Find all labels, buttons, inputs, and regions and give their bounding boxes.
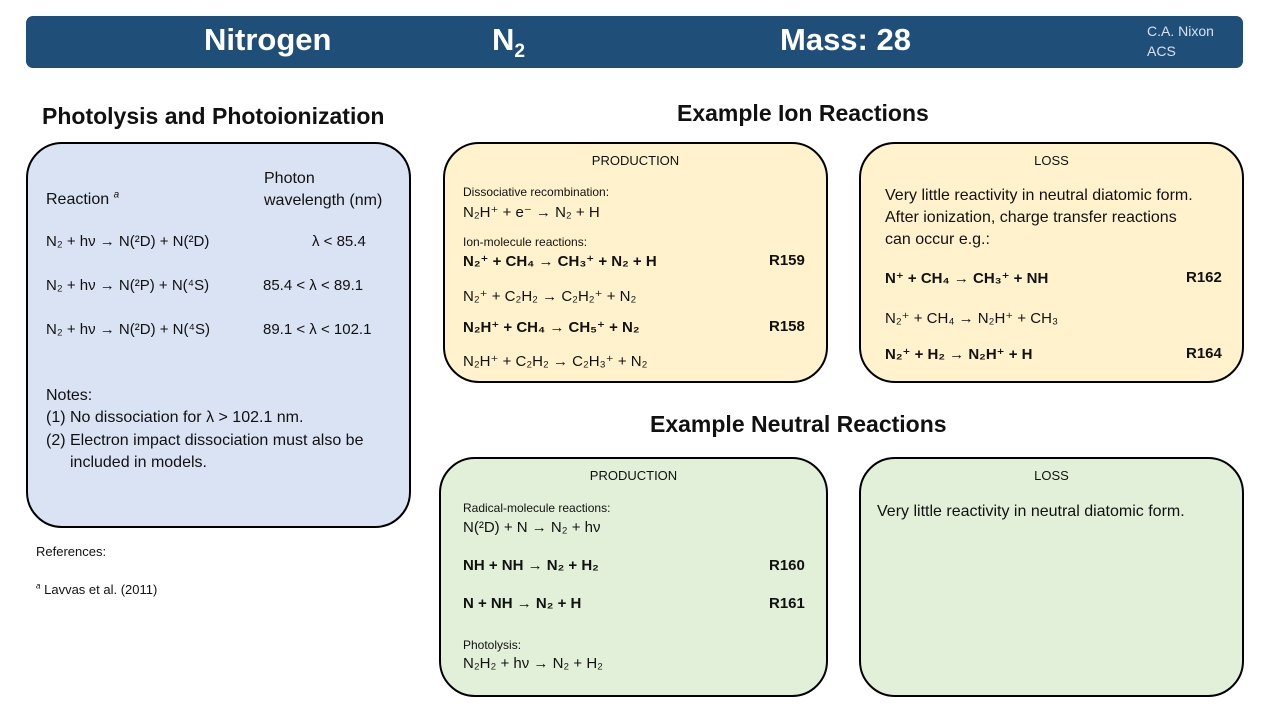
neutral-production-code-r160: R160 (769, 557, 805, 574)
photolysis-reaction-3: N₂ + hν → N(²D) + N(⁴S) (46, 321, 210, 338)
ion-loss-description: Very little reactivity in neutral diatom… (885, 187, 1193, 248)
reaction-column-label: Reaction (46, 191, 110, 208)
ion-loss-reaction-1: N⁺ + CH₄ → CH₃⁺ + NH (885, 270, 1049, 287)
reference-footnote-marker: a (36, 581, 41, 591)
ion-production-reaction-4: N₂H⁺ + CH₄ → CH₅⁺ + N₂ (463, 319, 640, 336)
neutral-production-code-r161: R161 (769, 595, 805, 612)
photolysis-title: Photolysis and Photoionization (42, 103, 385, 129)
ion-production-reaction-2: N₂⁺ + CH₄ → CH₃⁺ + N₂ + H (463, 253, 657, 270)
reference-text: Lavvas et al. (2011) (44, 582, 158, 597)
neutral-loss-panel: LOSS Very little reactivity in neutral d… (859, 457, 1244, 697)
element-formula: N2 (492, 22, 525, 61)
ion-reactions-title: Example Ion Reactions (677, 100, 929, 126)
photolysis-wavelength-3: 89.1 < λ < 102.1 (263, 321, 372, 338)
ion-production-panel: PRODUCTION Dissociative recombination: N… (443, 142, 828, 383)
neutral-reactions-title: Example Neutral Reactions (650, 411, 947, 437)
neutral-production-reaction-4: N₂H₂ + hν → N₂ + H₂ (463, 655, 603, 672)
notes-title: Notes: (46, 387, 93, 404)
ion-loss-reaction-3: N₂⁺ + H₂ → N₂H⁺ + H (885, 346, 1033, 363)
title-bar: Nitrogen N2 Mass: 28 C.A. Nixon ACS (26, 16, 1243, 68)
neutral-production-reaction-1: N(²D) + N → N₂ + hν (463, 519, 601, 536)
neutral-production-reaction-2: NH + NH → N₂ + H₂ (463, 557, 599, 574)
ion-production-code-r158: R158 (769, 318, 805, 335)
note-2: (2) Electron impact dissociation must al… (46, 432, 364, 449)
ion-loss-panel: LOSS Very little reactivity in neutral d… (859, 142, 1244, 383)
ion-loss-code-r164: R164 (1186, 345, 1222, 362)
ion-loss-code-r162: R162 (1186, 269, 1222, 286)
neutral-production-label-1: Radical-molecule reactions: (463, 501, 611, 515)
wavelength-header-line1: Photon (264, 170, 315, 187)
element-name: Nitrogen (204, 22, 332, 57)
neutral-loss-description: Very little reactivity in neutral diatom… (877, 503, 1185, 520)
references-title: References: (36, 544, 107, 559)
ion-production-header: PRODUCTION (591, 153, 680, 168)
photolysis-panel: Reaction a Photon wavelength (nm) N₂ + h… (26, 142, 411, 528)
author-name: C.A. Nixon (1147, 23, 1214, 39)
ion-loss-header: LOSS (1034, 153, 1069, 168)
reaction-footnote-marker: a (113, 189, 120, 201)
neutral-production-header: PRODUCTION (589, 468, 678, 483)
author-credit: C.A. Nixon ACS (1147, 21, 1214, 61)
wavelength-header-line2: wavelength (nm) (264, 192, 383, 209)
author-affiliation: ACS (1147, 43, 1176, 59)
ion-production-reaction-1: N₂H⁺ + e⁻ → N₂ + H (463, 204, 600, 221)
formula-subscript: 2 (514, 41, 526, 63)
ion-production-reaction-3: N₂⁺ + C₂H₂ → C₂H₂⁺ + N₂ (463, 288, 637, 305)
ion-production-label-1: Dissociative recombination: (463, 185, 610, 199)
neutral-production-reaction-3: N + NH → N₂ + H (463, 595, 582, 612)
reaction-column-header: Reaction a (46, 189, 120, 209)
ion-production-label-2: Ion-molecule reactions: (463, 235, 588, 249)
photolysis-wavelength-1: λ < 85.4 (312, 233, 366, 250)
neutral-production-label-2: Photolysis: (463, 638, 522, 652)
wavelength-column-header: Photon wavelength (nm) (264, 168, 382, 212)
neutral-loss-header: LOSS (1034, 468, 1069, 483)
ion-production-code-r159: R159 (769, 252, 805, 269)
note-2-continued: included in models. (70, 454, 207, 471)
photolysis-reaction-2: N₂ + hν → N(²P) + N(⁴S) (46, 277, 210, 294)
reference-1: a Lavvas et al. (2011) (36, 582, 157, 597)
photolysis-wavelength-2: 85.4 < λ < 89.1 (263, 277, 364, 294)
ion-production-reaction-5: N₂H⁺ + C₂H₂ → C₂H₃⁺ + N₂ (463, 353, 648, 370)
ion-loss-reaction-2: N₂⁺ + CH₄ → N₂H⁺ + CH₃ (885, 310, 1059, 327)
formula-main: N (492, 22, 515, 57)
neutral-production-panel: PRODUCTION Radical-molecule reactions: N… (439, 457, 828, 697)
element-mass: Mass: 28 (780, 22, 911, 57)
photolysis-reaction-1: N₂ + hν → N(²D) + N(²D) (46, 233, 210, 250)
note-1: (1) No dissociation for λ > 102.1 nm. (46, 409, 304, 426)
